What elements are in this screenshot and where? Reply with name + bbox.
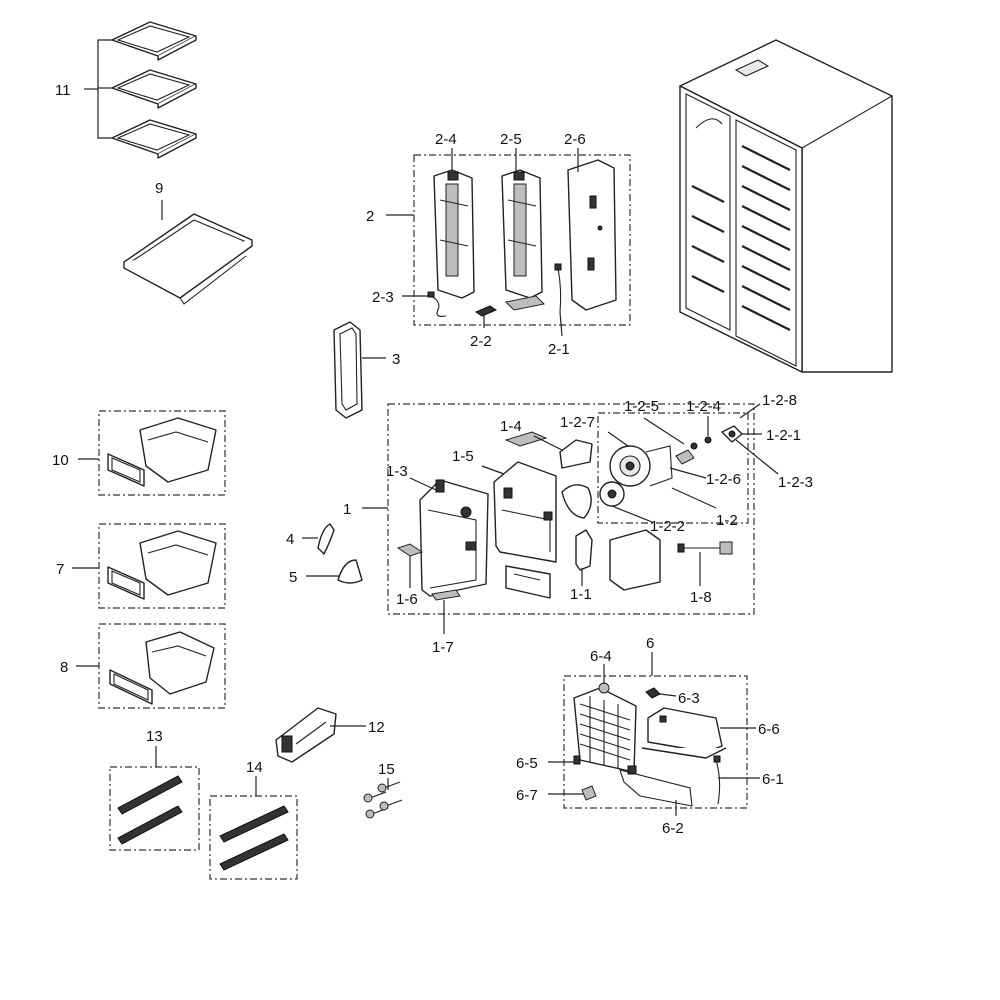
label-6-4: 6-4 xyxy=(590,648,612,665)
group-box-14 xyxy=(209,795,298,880)
part-14-rails xyxy=(219,805,289,871)
label-2-2: 2-2 xyxy=(470,333,492,350)
label-15: 15 xyxy=(378,761,395,778)
shelf-part xyxy=(111,21,197,61)
label-1-7: 1-7 xyxy=(432,639,454,656)
label-6-3: 6-3 xyxy=(678,690,700,707)
part-2-3-wire xyxy=(427,291,447,317)
part-1-bottom-cover xyxy=(505,565,551,599)
part-1-8-board xyxy=(609,529,733,591)
label-2-4: 2-4 xyxy=(435,131,457,148)
label-9: 9 xyxy=(155,180,163,197)
part-4-clip xyxy=(317,523,335,555)
part-1-5-panel xyxy=(493,461,557,563)
evaporator-fins xyxy=(579,696,631,768)
part-6-2-heater xyxy=(619,769,693,807)
label-1-4: 1-4 xyxy=(500,418,522,435)
part-2-4-duct xyxy=(433,169,475,299)
part-2-1-wire xyxy=(554,263,562,313)
label-10: 10 xyxy=(52,452,69,469)
label-1-8: 1-8 xyxy=(690,589,712,606)
label-1-5: 1-5 xyxy=(452,448,474,465)
label-6-6: 6-6 xyxy=(758,721,780,738)
label-1-2-8: 1-2-8 xyxy=(762,392,797,409)
label-3: 3 xyxy=(392,351,400,368)
label-13: 13 xyxy=(146,728,163,745)
part-2-6-cover-plate xyxy=(567,159,617,311)
part-12-module xyxy=(275,707,337,763)
part-8-drawer xyxy=(109,631,215,705)
group-box-6 xyxy=(563,675,748,809)
label-1-2-5: 1-2-5 xyxy=(624,398,659,415)
label-1-2-4: 1-2-4 xyxy=(686,398,721,415)
part-1-3-panel xyxy=(419,479,489,597)
part-1-2-fan-assembly xyxy=(599,425,743,507)
shelf-part xyxy=(111,119,197,159)
cabinet-shelves xyxy=(691,145,791,331)
label-1-2-1: 1-2-1 xyxy=(766,427,801,444)
part-6-4-clip xyxy=(598,682,610,694)
part-10-drawer xyxy=(107,417,217,487)
label-11: 11 xyxy=(55,82,71,99)
part-13-rails xyxy=(117,775,183,845)
label-6-2: 6-2 xyxy=(662,820,684,837)
part-2-2-heater xyxy=(474,295,546,317)
part-11-shelves xyxy=(111,21,197,159)
group-box-1-2 xyxy=(597,412,749,524)
part-9-glass-shelf xyxy=(123,213,253,305)
group-box-13 xyxy=(109,766,200,851)
part-3-cover xyxy=(333,321,363,419)
part-6-1-wire xyxy=(713,755,721,805)
label-12: 12 xyxy=(368,719,385,736)
label-2: 2 xyxy=(366,208,374,225)
label-1-2-7: 1-2-7 xyxy=(560,414,595,431)
label-1-2-2: 1-2-2 xyxy=(650,518,685,535)
label-2-5: 2-5 xyxy=(500,131,522,148)
label-6-7: 6-7 xyxy=(516,787,538,804)
group-box-7 xyxy=(98,523,226,609)
refrigerator-cabinet xyxy=(679,39,893,373)
label-5: 5 xyxy=(289,569,297,586)
part-1-6-clip xyxy=(396,543,424,557)
group-box-1 xyxy=(387,403,755,615)
group-boxes xyxy=(98,154,755,880)
label-2-6: 2-6 xyxy=(564,131,586,148)
label-6-1: 6-1 xyxy=(762,771,784,788)
part-1-2-shroud xyxy=(561,484,592,519)
part-6-3-clip xyxy=(645,687,661,699)
label-1-3: 1-3 xyxy=(386,463,408,480)
part-5-cap xyxy=(337,559,363,584)
label-8: 8 xyxy=(60,659,68,676)
part-1-1-sensor xyxy=(575,529,593,571)
callout-labels: 11 9 2-4 2-5 2-6 2 2-3 2-2 2-1 3 1-2-5 1… xyxy=(52,82,813,837)
label-4: 4 xyxy=(286,531,294,548)
group-box-2 xyxy=(413,154,631,326)
shelf-part xyxy=(111,69,197,109)
label-2-1: 2-1 xyxy=(548,341,570,358)
label-7: 7 xyxy=(56,561,64,578)
part-1-7-strip xyxy=(431,589,461,601)
part-6-5-evaporator xyxy=(573,687,637,775)
label-2-3: 2-3 xyxy=(372,289,394,306)
label-1-6: 1-6 xyxy=(396,591,418,608)
part-7-drawer xyxy=(107,530,217,600)
part-2-5-duct xyxy=(501,169,543,299)
label-1-2-3: 1-2-3 xyxy=(778,474,813,491)
part-1-4-cover xyxy=(504,431,593,469)
label-1-2: 1-2 xyxy=(716,512,738,529)
label-1-2-6: 1-2-6 xyxy=(706,471,741,488)
part-15-screws xyxy=(363,781,403,819)
part-6-7-clip xyxy=(581,785,597,801)
label-1: 1 xyxy=(343,501,351,518)
label-1-1: 1-1 xyxy=(570,586,592,603)
label-14: 14 xyxy=(246,759,263,776)
part-6-6-cover xyxy=(641,707,727,759)
label-6: 6 xyxy=(646,635,654,652)
leader-lines xyxy=(72,39,779,816)
group-box-10 xyxy=(98,410,226,496)
label-6-5: 6-5 xyxy=(516,755,538,772)
